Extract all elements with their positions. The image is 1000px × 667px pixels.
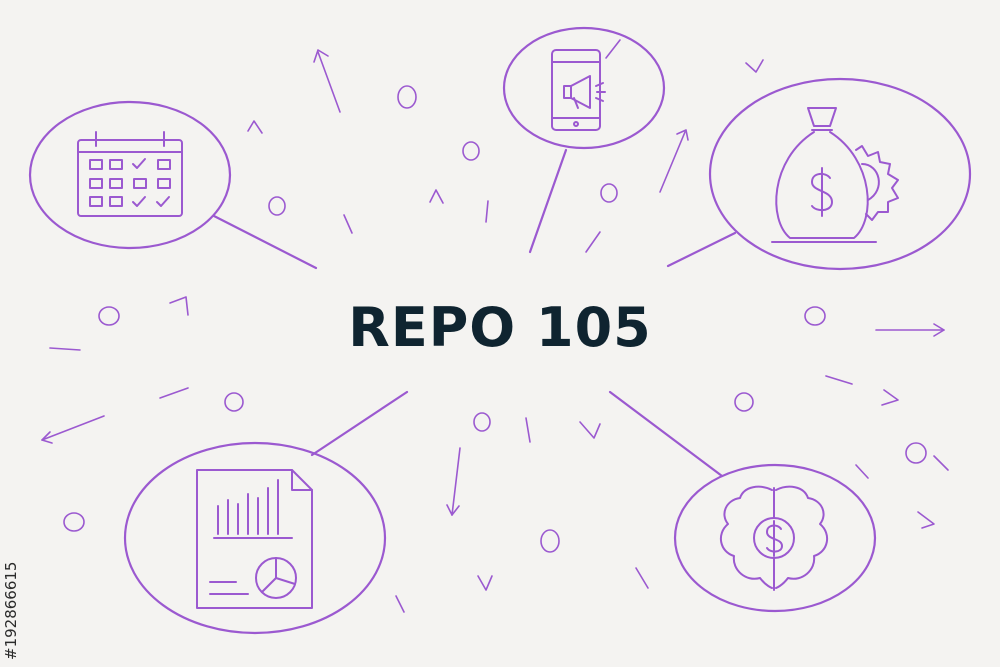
smartphone-megaphone-icon <box>551 49 606 131</box>
report-chart-icon <box>196 469 313 609</box>
calendar-icon <box>77 131 183 217</box>
money-bag-gear-icon <box>771 107 899 243</box>
page-title: REPO 105 <box>348 296 652 359</box>
phone-bubble <box>502 26 666 150</box>
connector-lines <box>212 148 737 478</box>
report-bubble <box>123 441 387 635</box>
money-bubble <box>708 77 972 271</box>
brain-bubble <box>673 463 877 613</box>
decorative-confetti <box>41 39 949 613</box>
brain-dollar-icon <box>719 485 829 591</box>
stock-image-id: #192866615 <box>2 561 20 660</box>
calendar-bubble <box>28 100 232 250</box>
